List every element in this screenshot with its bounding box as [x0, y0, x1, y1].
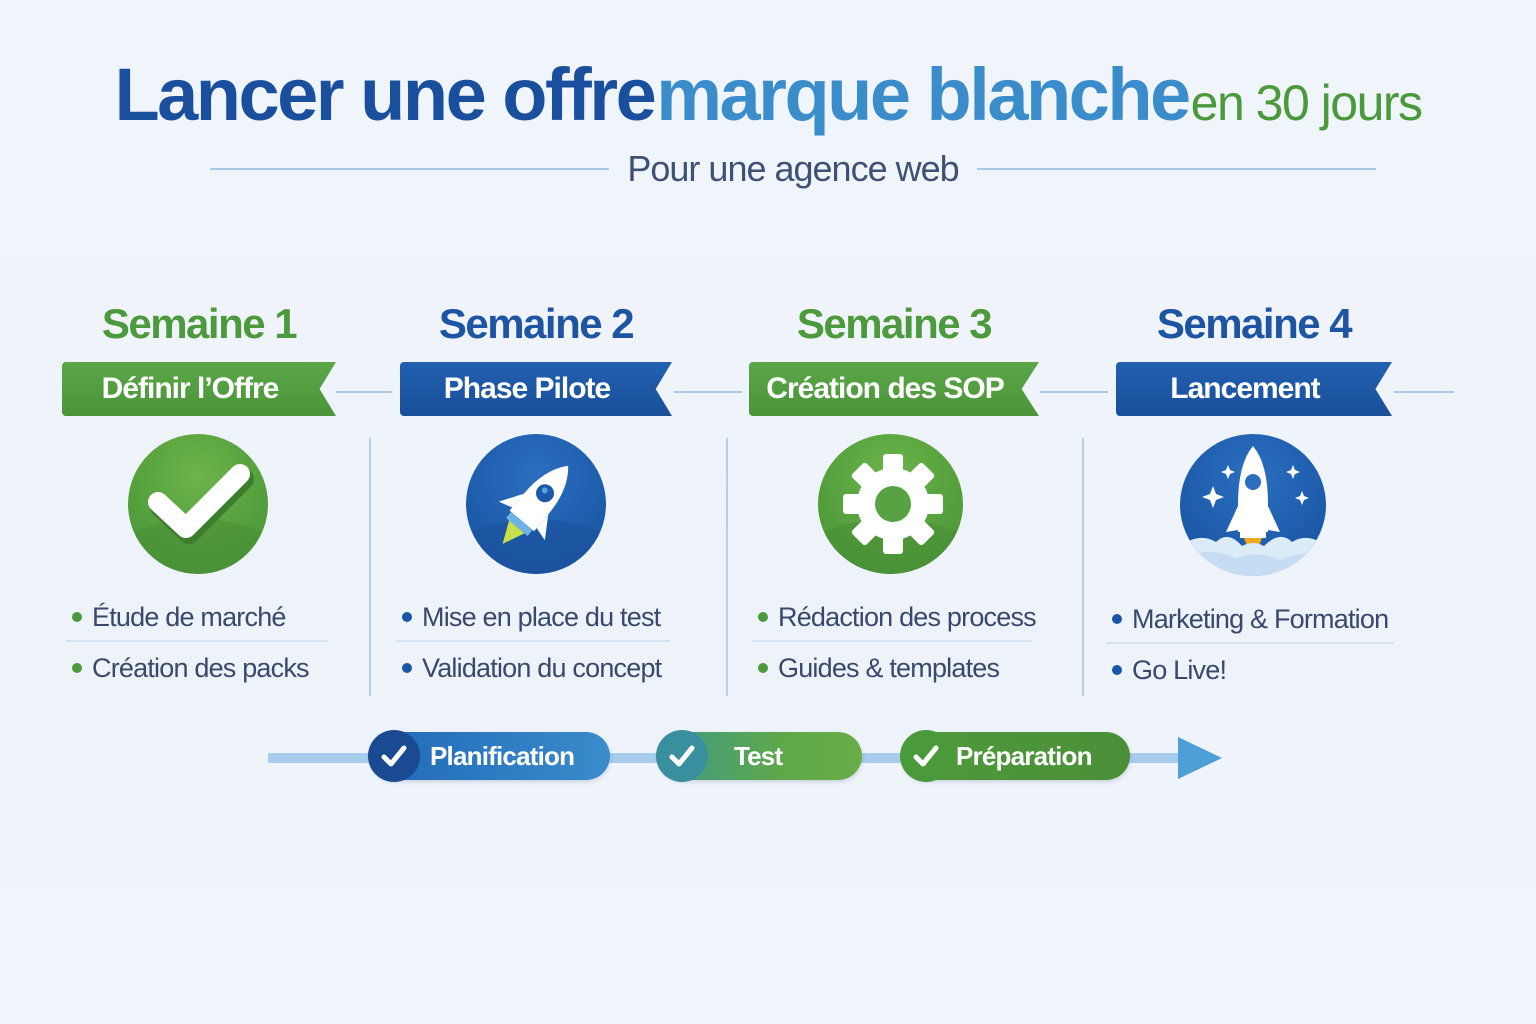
list-item: Go Live!	[1106, 642, 1394, 696]
week-4-items: Marketing & Formation Go Live!	[1106, 596, 1394, 696]
bullet-icon	[72, 612, 82, 622]
arrow-right-icon	[1178, 737, 1222, 779]
week-1-banner: Définir l’Offre	[62, 362, 336, 416]
bullet-icon	[402, 663, 412, 673]
bullet-icon	[1112, 614, 1122, 624]
list-item: Validation du concept	[396, 640, 670, 694]
title-part-2: marque blanche	[656, 53, 1191, 136]
list-item-text: Guides & templates	[778, 652, 1000, 683]
check-icon	[656, 730, 708, 782]
list-item: Rédaction des process	[752, 594, 1037, 640]
rocket-launch-icon	[1180, 434, 1326, 576]
week-3-title: Semaine 3	[796, 300, 993, 347]
list-item: Mise en place du test	[396, 594, 670, 640]
week-3-items: Rédaction des process Guides & templates	[752, 594, 1037, 694]
check-icon	[900, 730, 952, 782]
subtitle-row: Pour une agence web	[210, 146, 1377, 192]
step-label: Test	[734, 740, 783, 771]
week-4-title: Semaine 4	[1156, 300, 1353, 347]
progress-step-preparation: Préparation	[900, 730, 1130, 782]
check-icon	[368, 730, 420, 782]
week-2-title: Semaine 2	[438, 300, 635, 347]
step-label: Préparation	[956, 740, 1092, 771]
subtitle: Pour une agence web	[627, 148, 959, 189]
list-item-text: Étude de marché	[92, 601, 286, 632]
bullet-icon	[402, 612, 412, 622]
connector-3	[1040, 391, 1108, 393]
list-item-text: Mise en place du test	[422, 601, 661, 632]
week-4: Semaine 4 Lancement	[1116, 296, 1392, 416]
week-1: Semaine 1 Définir l’Offre	[62, 296, 336, 416]
column-divider	[1082, 438, 1084, 696]
page-title: Lancer une offre marque blanche en 30 jo…	[0, 52, 1536, 137]
week-2-items: Mise en place du test Validation du conc…	[396, 594, 670, 694]
list-item-text: Création des packs	[92, 652, 310, 683]
column-divider	[726, 438, 728, 696]
progress-step-planification: Planification	[368, 730, 610, 782]
week-3: Semaine 3 Création des SOP	[749, 296, 1039, 416]
connector-4	[1394, 391, 1454, 393]
step-label: Planification	[430, 740, 575, 771]
gear-icon	[818, 434, 963, 574]
week-1-items: Étude de marché Création des packs	[66, 594, 328, 694]
week-2: Semaine 2 Phase Pilote	[400, 296, 672, 416]
bullet-icon	[1112, 665, 1122, 675]
list-item: Création des packs	[66, 640, 328, 694]
bullet-icon	[758, 612, 768, 622]
progress-step-test: Test	[656, 730, 862, 782]
subtitle-divider-left	[210, 168, 610, 170]
rocket-icon	[466, 434, 606, 574]
list-item: Guides & templates	[752, 640, 1032, 694]
week-4-banner: Lancement	[1116, 362, 1392, 416]
checkmark-icon	[128, 434, 268, 574]
week-3-banner: Création des SOP	[749, 362, 1039, 416]
list-item: Marketing & Formation	[1106, 596, 1394, 642]
week-2-banner: Phase Pilote	[400, 362, 672, 416]
title-part-3: en 30 jours	[1190, 75, 1423, 131]
connector-2	[674, 391, 742, 393]
list-item-text: Validation du concept	[422, 652, 662, 683]
list-item: Étude de marché	[66, 594, 328, 640]
connector-1	[336, 391, 392, 393]
list-item-text: Marketing & Formation	[1132, 603, 1389, 634]
subtitle-divider-right	[976, 168, 1377, 170]
bullet-icon	[758, 663, 768, 673]
title-part-1: Lancer une offre	[114, 53, 656, 136]
bullet-icon	[72, 663, 82, 673]
week-1-title: Semaine 1	[101, 300, 298, 347]
list-item-text: Go Live!	[1132, 654, 1227, 685]
column-divider	[369, 438, 371, 696]
list-item-text: Rédaction des process	[778, 601, 1037, 632]
